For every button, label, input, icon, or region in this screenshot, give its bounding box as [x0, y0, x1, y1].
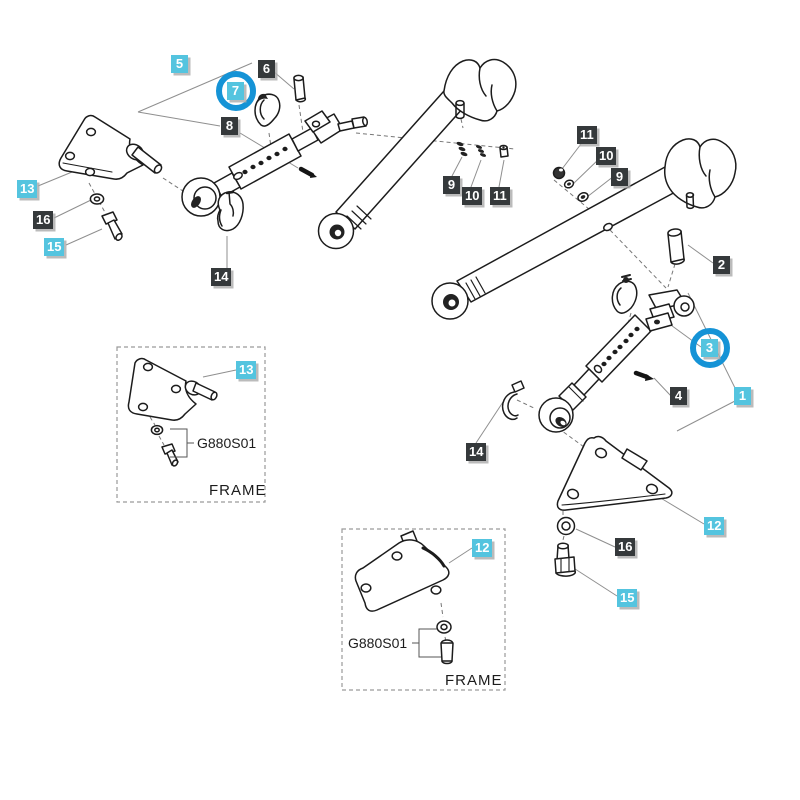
part-label-11[interactable]: 11: [577, 126, 597, 144]
top-link-right: [538, 289, 695, 433]
part-label-4[interactable]: 4: [670, 387, 687, 405]
part-label-8[interactable]: 8: [221, 117, 238, 135]
part-label-1[interactable]: 1: [734, 387, 751, 405]
part-label-13[interactable]: 13: [17, 180, 38, 198]
pin-6: [293, 74, 307, 103]
top-link-left: [181, 110, 369, 217]
part-label-13[interactable]: 13: [236, 361, 257, 379]
part-label-6[interactable]: 6: [258, 60, 275, 78]
part-label-15[interactable]: 15: [44, 238, 65, 256]
part-label-9[interactable]: 9: [443, 176, 460, 194]
collar-14-left: [216, 190, 244, 232]
part-label-15[interactable]: 15: [617, 589, 638, 607]
frame2-caption: FRAME: [445, 672, 503, 689]
bolt-left: [101, 211, 123, 241]
handle-right: [611, 274, 638, 314]
washer-left: [89, 193, 105, 205]
frame2-code: G880S01: [348, 635, 407, 651]
part-label-12[interactable]: 12: [472, 539, 493, 557]
frame-inset-2: G880S01 FRAME: [341, 528, 506, 691]
clip-14-right: [501, 380, 525, 421]
part-label-5[interactable]: 5: [171, 55, 188, 73]
frame-inset-1: G880S01 FRAME: [116, 346, 267, 503]
frame1-caption: FRAME: [209, 482, 267, 499]
spring-9-left: [456, 141, 468, 157]
part-label-16[interactable]: 16: [33, 211, 54, 229]
handle-7: [254, 93, 281, 127]
support-bracket-right: [556, 435, 673, 511]
pin-4: [633, 370, 654, 381]
washer-10-right: [563, 179, 575, 189]
lift-arm-lower: [431, 138, 737, 320]
part-label-9[interactable]: 9: [611, 168, 628, 186]
pin-8: [298, 166, 317, 178]
highlight-ring-3: [689, 328, 730, 368]
part-label-16[interactable]: 16: [615, 538, 636, 556]
part-label-11[interactable]: 11: [490, 187, 510, 205]
frame1-code: G880S01: [197, 435, 256, 451]
part-label-3[interactable]: 3: [701, 339, 718, 357]
part-label-14[interactable]: 14: [466, 443, 487, 461]
part-label-7[interactable]: 7: [227, 82, 244, 100]
washer-9-right: [577, 192, 589, 202]
bushing-11-left: [499, 144, 509, 158]
pin-2: [667, 228, 685, 265]
part-label-10[interactable]: 10: [462, 187, 483, 205]
spring-10-left: [475, 145, 487, 157]
part-label-12[interactable]: 12: [704, 517, 725, 535]
part-label-14[interactable]: 14: [211, 268, 232, 286]
bolt-15-right: [554, 542, 577, 577]
support-bracket-left: [58, 114, 163, 180]
lift-arm-upper: [317, 58, 517, 250]
highlight-ring-7: [215, 71, 256, 111]
part-label-2[interactable]: 2: [713, 256, 730, 274]
part-label-10[interactable]: 10: [596, 147, 617, 165]
nut-11-right: [552, 166, 566, 180]
washer-16-right: [556, 516, 576, 536]
